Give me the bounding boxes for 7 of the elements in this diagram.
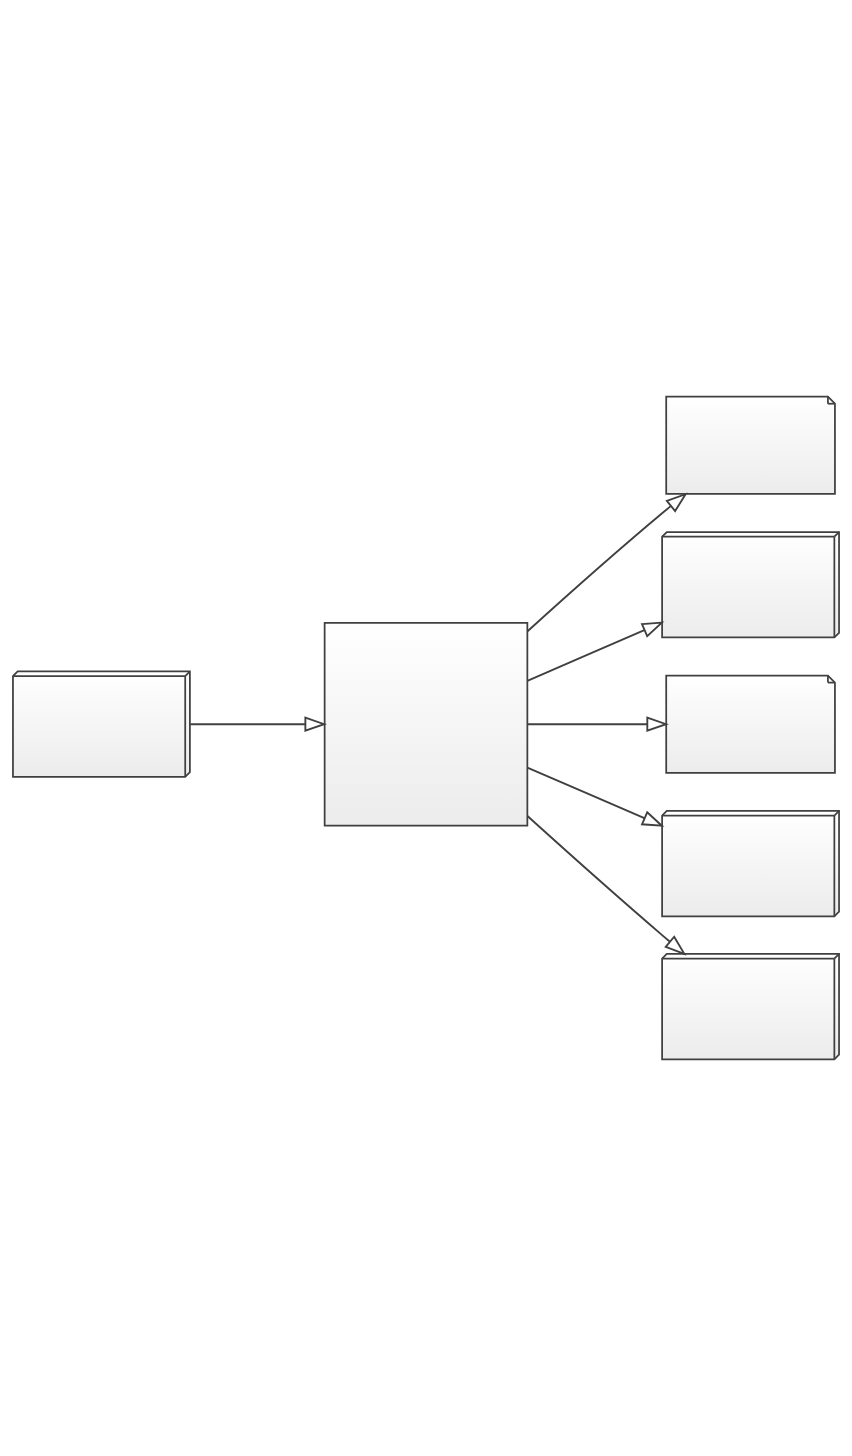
arrow (526, 716, 669, 733)
arrow (526, 492, 688, 633)
arrow (189, 716, 327, 733)
arrow (526, 815, 687, 956)
arrow (526, 621, 665, 682)
node-box (323, 621, 529, 827)
arrow (526, 766, 665, 827)
